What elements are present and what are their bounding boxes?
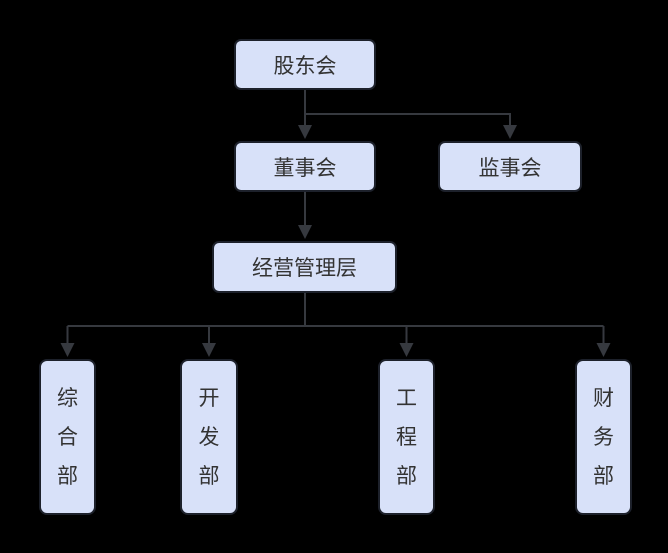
org-node-label: 经营管理层 [252,257,357,280]
org-node-finance-dept[interactable]: 财务部 [575,359,632,515]
arrowhead-management [298,225,312,239]
arrowhead-board [298,125,312,139]
org-node-label: 工程部 [396,386,417,488]
arrowhead-finance [596,343,611,357]
org-node-development-dept[interactable]: 开发部 [180,359,238,515]
arrowhead-development [202,343,216,357]
org-node-label: 开发部 [198,386,220,488]
arrowhead-general [60,343,75,357]
org-node-management[interactable]: 经营管理层 [212,241,397,293]
org-node-supervisors[interactable]: 监事会 [438,141,582,192]
edge-shareholders-branch [304,90,511,125]
arrowhead-supervisors [503,125,517,139]
org-node-label: 股东会 [273,54,337,78]
org-node-board[interactable]: 董事会 [234,141,376,192]
org-node-label: 综合部 [57,386,78,488]
org-node-label: 董事会 [273,156,337,180]
arrowhead-engineering [399,343,414,357]
org-node-label: 财务部 [593,386,614,488]
org-node-general-dept[interactable]: 综合部 [39,359,96,515]
org-node-shareholders[interactable]: 股东会 [234,39,376,90]
org-node-label: 监事会 [478,156,542,180]
org-node-engineering-dept[interactable]: 工程部 [378,359,435,515]
